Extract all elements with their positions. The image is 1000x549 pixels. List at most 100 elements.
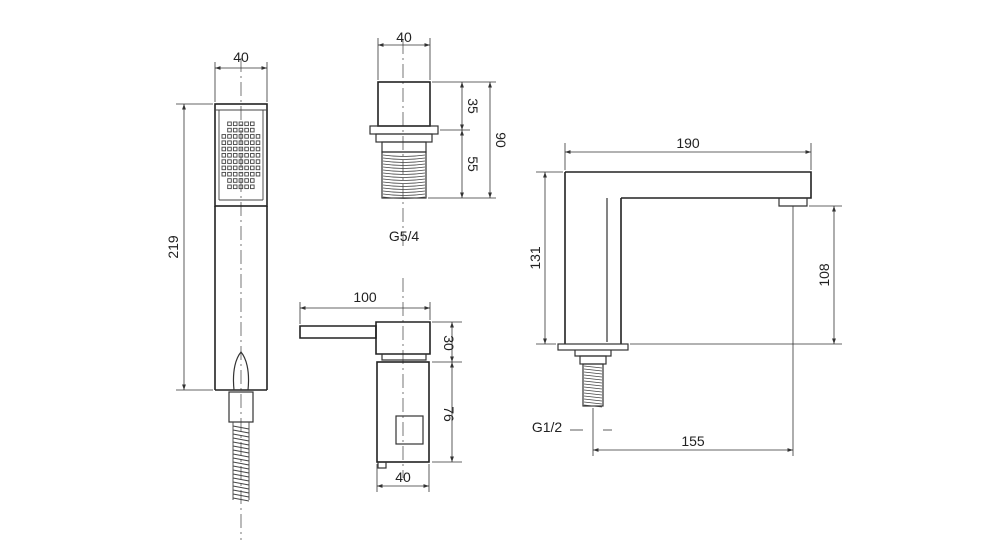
- nozzle: [227, 178, 232, 183]
- nozzle: [227, 140, 232, 145]
- thread-line: [583, 380, 603, 384]
- nozzle: [255, 153, 261, 158]
- nozzle: [232, 178, 238, 183]
- nozzle: [244, 178, 249, 183]
- thread-line: [382, 163, 426, 166]
- nozzle: [255, 134, 261, 139]
- nozzle: [227, 153, 232, 158]
- nozzle: [244, 134, 249, 139]
- thread-line: [382, 157, 426, 160]
- diverter-thread-label: G5/4: [389, 228, 420, 244]
- thread-line: [583, 374, 603, 378]
- mixer-body-width-label: 40: [395, 469, 411, 485]
- nozzle: [221, 134, 227, 139]
- diverter-valve: 40 35 55 90 G5/4: [369, 29, 509, 250]
- nozzle: [227, 146, 232, 152]
- hand-shower-width-label: 40: [233, 49, 249, 65]
- hose-coil: [232, 457, 250, 462]
- thread-line: [382, 175, 426, 178]
- thread-line: [583, 377, 603, 381]
- thread-line: [382, 166, 426, 169]
- thread-line: [583, 398, 603, 402]
- diverter-total-height-label: 90: [493, 132, 509, 148]
- hose-coil: [232, 433, 250, 438]
- nozzle: [250, 159, 255, 164]
- hand-shower: 40 219: [165, 49, 268, 540]
- hose-coil: [232, 493, 250, 498]
- nozzle: [232, 165, 238, 171]
- nozzle: [244, 165, 249, 171]
- shower-nozzle-grid: [221, 121, 261, 190]
- nozzle: [250, 178, 255, 183]
- thread-line: [583, 389, 603, 393]
- nozzle: [232, 153, 238, 158]
- nozzle: [244, 159, 249, 164]
- mixer-body-height-label: 76: [441, 406, 457, 422]
- nozzle: [238, 171, 244, 177]
- hose-coil: [232, 473, 250, 478]
- hose-coil: [232, 477, 250, 482]
- nozzle: [221, 165, 227, 171]
- nozzle: [244, 127, 249, 133]
- nozzle: [244, 140, 249, 145]
- hose-coil: [232, 461, 250, 466]
- thread-line: [583, 404, 603, 408]
- nozzle: [244, 153, 249, 158]
- nozzle: [232, 121, 238, 127]
- nozzle: [250, 184, 255, 190]
- thread-line: [583, 371, 603, 375]
- thread-line: [583, 368, 603, 372]
- nozzle: [232, 140, 238, 145]
- thread-line: [583, 401, 603, 405]
- nozzle: [238, 127, 244, 133]
- mixer-lever-height-label: 30: [441, 335, 457, 351]
- nozzle: [250, 146, 255, 152]
- nozzle: [232, 159, 238, 164]
- thread-line: [382, 172, 426, 175]
- nozzle: [221, 159, 227, 164]
- hose-coil: [232, 445, 250, 450]
- thread-line: [382, 154, 426, 157]
- nozzle: [255, 165, 261, 171]
- hose-coil: [232, 469, 250, 474]
- spout-length-label: 190: [676, 135, 700, 151]
- nozzle: [250, 140, 255, 145]
- nozzle: [238, 178, 244, 183]
- hose-coil: [232, 429, 250, 434]
- nozzle: [250, 153, 255, 158]
- thread-line: [583, 386, 603, 390]
- spout-thread-label: G1/2: [532, 419, 563, 435]
- thread-line: [583, 392, 603, 396]
- hose-coil: [232, 425, 250, 430]
- nozzle: [232, 134, 238, 139]
- diverter-width-label: 40: [396, 29, 412, 45]
- nozzle: [244, 184, 249, 190]
- thread-line: [583, 383, 603, 387]
- nozzle: [250, 171, 255, 177]
- nozzle: [238, 159, 244, 164]
- nozzle: [244, 121, 249, 127]
- hose-coil: [232, 497, 250, 502]
- nozzle: [238, 134, 244, 139]
- nozzle: [227, 127, 232, 133]
- nozzle: [238, 184, 244, 190]
- diverter-thread-height-label: 55: [465, 156, 481, 172]
- nozzle: [227, 165, 232, 171]
- nozzle: [227, 171, 232, 177]
- hose-coil: [232, 441, 250, 446]
- thread-line: [382, 196, 426, 199]
- thread-line: [382, 187, 426, 190]
- thread-line: [583, 395, 603, 399]
- nozzle: [221, 153, 227, 158]
- hose-coil: [232, 437, 250, 442]
- thread-line: [583, 365, 603, 369]
- bath-spout: 190 131 108 155 G1/2: [527, 135, 842, 456]
- mixer-lever-length-label: 100: [353, 289, 377, 305]
- nozzle: [221, 146, 227, 152]
- thread-line: [382, 193, 426, 196]
- thread-line: [382, 178, 426, 181]
- nozzle: [250, 134, 255, 139]
- hose-coil: [232, 489, 250, 494]
- nozzle: [227, 184, 232, 190]
